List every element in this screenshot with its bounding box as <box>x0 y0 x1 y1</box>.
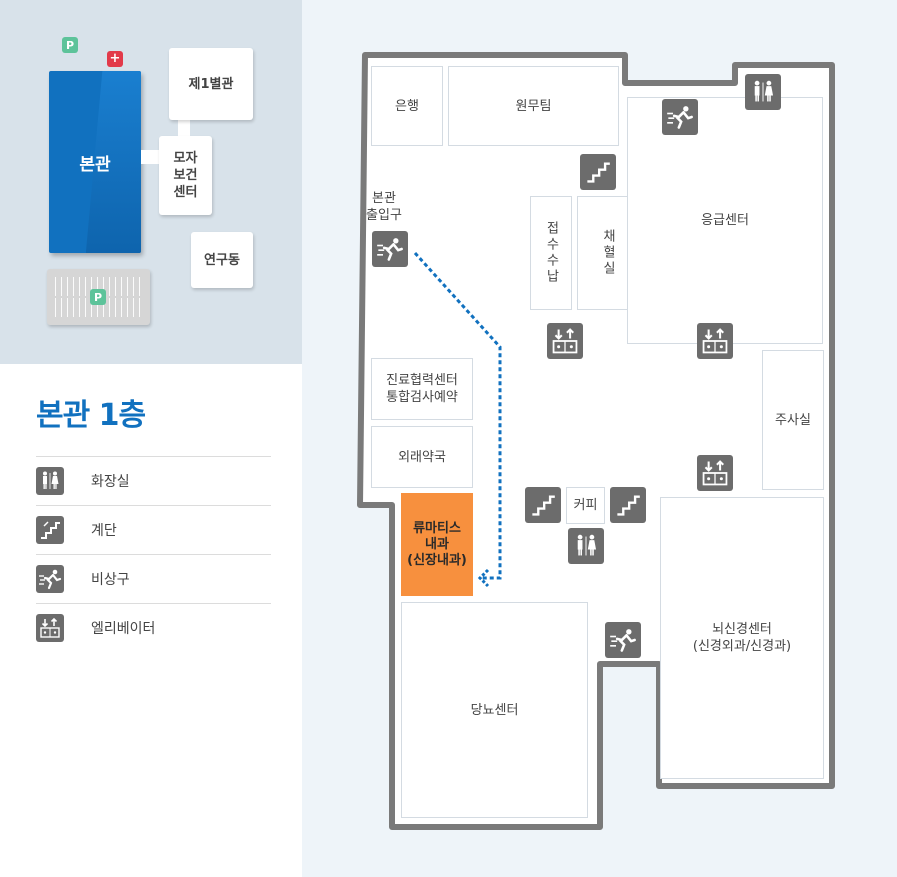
entrance-label: 본관 출입구 <box>366 191 402 223</box>
legend-label: 엘리베이터 <box>91 621 156 637</box>
floor-title: 본관 1층 <box>36 398 146 433</box>
parking-badge: P <box>62 37 78 53</box>
main-building-label: 본관 <box>79 154 111 175</box>
route-path <box>413 251 502 588</box>
connector-corridor <box>141 150 161 164</box>
research-building[interactable]: 연구동 <box>191 232 253 288</box>
room-emergency[interactable]: 응급센터 <box>627 97 823 344</box>
room-cooperation-center[interactable]: 진료협력센터 통합검사예약 <box>371 358 473 420</box>
room-neuro-center[interactable]: 뇌신경센터 (신경외과/신경과) <box>660 497 824 779</box>
room-diabetes-center[interactable]: 당뇨센터 <box>401 602 588 818</box>
stairs-icon <box>610 487 646 523</box>
room-coffee[interactable]: 커피 <box>566 487 605 524</box>
room-reception[interactable]: 접수수납 <box>530 196 572 310</box>
stairs-icon <box>525 487 561 523</box>
connector-corridor <box>178 118 190 138</box>
restroom-icon <box>568 528 604 564</box>
legend-label: 화장실 <box>91 474 130 490</box>
annex1-building[interactable]: 제1별관 <box>169 48 253 120</box>
main-building[interactable]: 본관 <box>49 71 141 253</box>
hospital-cross-icon: + <box>107 51 123 67</box>
legend-item-restroom: 화장실 <box>36 456 271 505</box>
room-rheumatology-highlight[interactable]: 류마티스 내과 (신장내과) <box>401 493 473 596</box>
emergency-exit-icon <box>372 231 408 267</box>
site-map: P + 본관 제1별관 모자 보건 센터 연구동 P <box>0 0 302 364</box>
legend-label: 비상구 <box>91 572 130 588</box>
room-injection[interactable]: 주사실 <box>762 350 824 490</box>
restroom-icon <box>36 467 64 495</box>
elevator-icon <box>547 323 583 359</box>
parking-lot: P <box>47 269 150 325</box>
elevator-icon <box>697 323 733 359</box>
legend-item-exit: 비상구 <box>36 554 271 603</box>
stairs-icon <box>580 154 616 190</box>
legend-item-stairs: 계단 <box>36 505 271 554</box>
room-admin[interactable]: 원무팀 <box>448 66 619 146</box>
maternal-center-building[interactable]: 모자 보건 센터 <box>159 136 212 215</box>
emergency-exit-icon <box>605 622 641 658</box>
room-pharmacy[interactable]: 외래약국 <box>371 426 473 488</box>
legend-item-elevator: 엘리베이터 <box>36 603 271 652</box>
parking-lot-badge: P <box>90 289 106 305</box>
restroom-icon <box>745 74 781 110</box>
elevator-icon <box>697 455 733 491</box>
emergency-exit-icon <box>36 565 64 593</box>
room-bank[interactable]: 은행 <box>371 66 443 146</box>
legend-label: 계단 <box>91 523 117 539</box>
emergency-exit-icon <box>662 99 698 135</box>
stairs-icon <box>36 516 64 544</box>
elevator-icon <box>36 614 64 642</box>
